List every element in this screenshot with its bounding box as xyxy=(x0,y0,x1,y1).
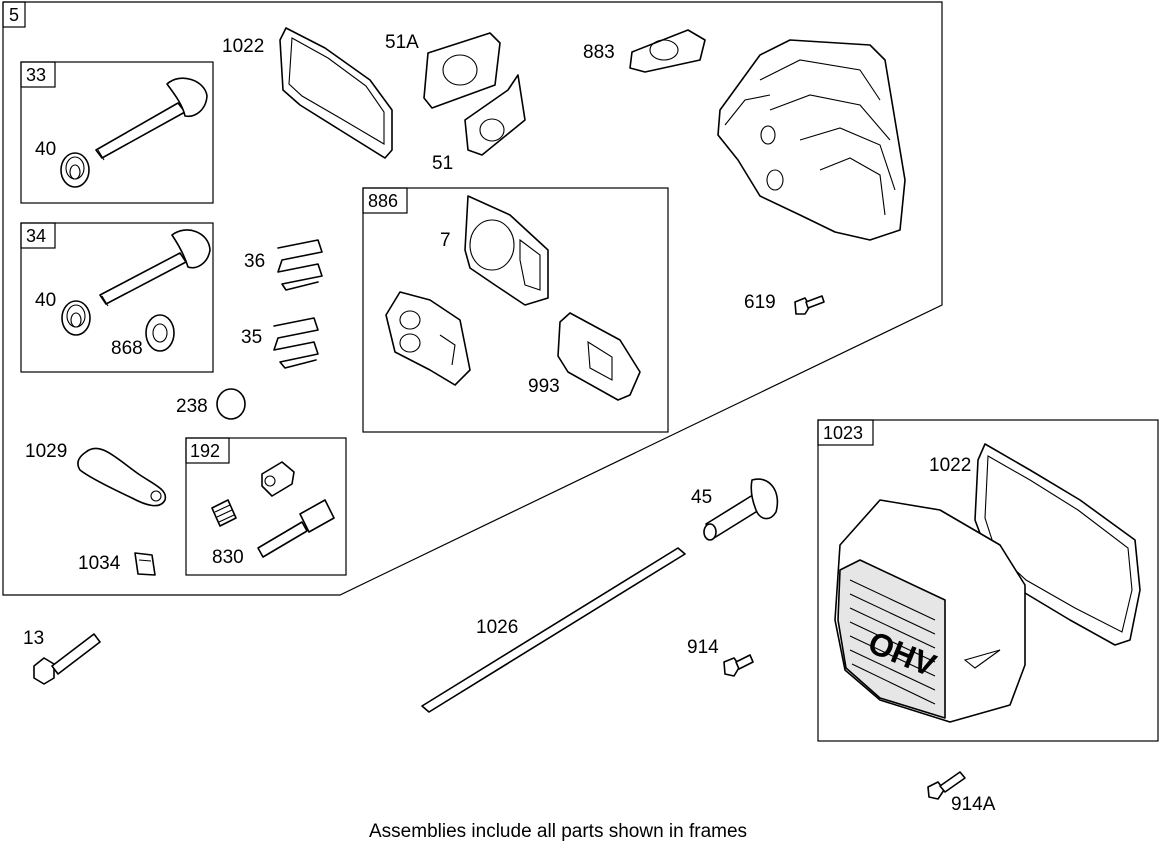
tappet-part xyxy=(703,478,779,541)
frame-34-outline xyxy=(20,222,214,373)
push-rod-part xyxy=(421,547,686,713)
valve-spring-35-part xyxy=(273,317,319,369)
frame-34-tab xyxy=(20,222,56,249)
frame-5-label: 5 xyxy=(9,5,19,25)
intake-gasket-51-part xyxy=(464,74,526,156)
frame-33-outline xyxy=(20,61,214,204)
part-label-883: 883 xyxy=(583,42,615,63)
frame-192-outline xyxy=(185,437,347,576)
frame-1023-tab xyxy=(817,419,874,446)
cylinder-head-part xyxy=(717,39,906,241)
frame-33-tab xyxy=(20,61,56,88)
part-label-238: 238 xyxy=(176,396,208,417)
part-label-45: 45 xyxy=(691,487,712,508)
part-label-51a: 51A xyxy=(385,32,419,53)
frame-886-label: 886 xyxy=(368,191,398,211)
valve-keeper-part-2 xyxy=(61,300,91,336)
part-label-619: 619 xyxy=(744,292,776,313)
bolt-619-part xyxy=(794,295,825,315)
bolt-914a-part xyxy=(927,771,966,800)
rocker-cover-part: OHV xyxy=(834,499,1026,723)
part-label-40b: 40 xyxy=(35,290,56,311)
part-label-13: 13 xyxy=(23,628,44,649)
intake-gasket-51a-part xyxy=(423,32,501,109)
rocker-arm-part xyxy=(77,447,167,507)
frame-5-tab xyxy=(2,1,26,28)
part-label-993: 993 xyxy=(528,376,560,397)
plug-part xyxy=(216,388,246,420)
rocker-cover-gasket-part xyxy=(279,27,393,159)
part-label-7: 7 xyxy=(440,230,451,251)
frame-886-tab xyxy=(362,187,408,214)
frame-5-outline xyxy=(2,1,943,596)
part-label-51: 51 xyxy=(432,153,453,174)
frame-192-tab xyxy=(185,437,230,464)
valve-exhaust-part xyxy=(99,229,211,307)
diagram-caption: Assemblies include all parts shown in fr… xyxy=(369,821,747,842)
valve-intake-part xyxy=(95,77,208,161)
carburetor-gasket-part xyxy=(629,29,706,73)
breather-plate-part xyxy=(385,291,471,386)
part-label-1029: 1029 xyxy=(25,441,67,462)
bolt-13-part xyxy=(33,633,101,685)
set-screw-part xyxy=(211,499,237,527)
part-label-914a: 914A xyxy=(951,794,996,815)
frame-34-label: 34 xyxy=(26,226,46,246)
valve-spring-36-part xyxy=(277,239,323,291)
valve-keeper-part xyxy=(60,152,90,188)
frame-1023-label: 1023 xyxy=(823,423,863,443)
part-label-36: 36 xyxy=(244,251,265,272)
rocker-nut-part xyxy=(261,461,295,497)
bolt-914-part xyxy=(723,654,754,677)
part-label-1026: 1026 xyxy=(476,617,518,638)
frame-33-label: 33 xyxy=(26,65,46,85)
breather-gasket-part xyxy=(557,312,641,401)
frame-192-label: 192 xyxy=(190,441,220,461)
part-label-1034: 1034 xyxy=(78,553,121,574)
part-label-914: 914 xyxy=(687,637,719,658)
frame-886-outline xyxy=(362,187,669,433)
part-label-40a: 40 xyxy=(35,139,56,160)
valve-rotator-part xyxy=(145,314,175,352)
frame-1023-outline xyxy=(817,419,1159,742)
part-label-1022a: 1022 xyxy=(222,36,264,57)
push-rod-guide-part xyxy=(134,552,156,576)
head-gasket-part xyxy=(464,195,549,306)
rocker-stud-part xyxy=(257,499,335,558)
part-label-1022b: 1022 xyxy=(929,455,971,476)
part-label-868: 868 xyxy=(111,338,143,359)
part-label-830: 830 xyxy=(212,547,244,568)
part-label-35: 35 xyxy=(241,327,262,348)
